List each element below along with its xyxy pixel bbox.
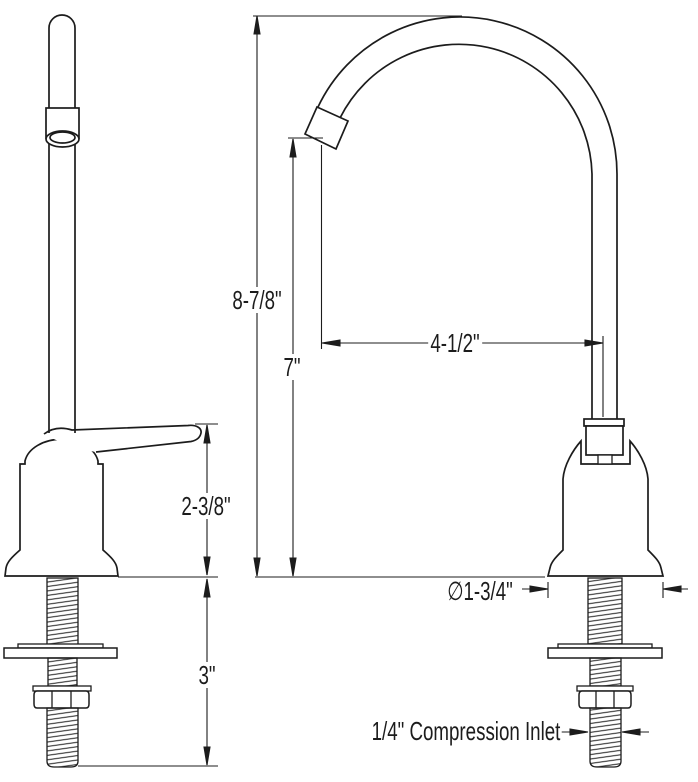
handle-height-label: 2-3/8"	[179, 493, 233, 519]
shank-length-label: 3"	[196, 662, 218, 688]
side-view	[303, 16, 665, 768]
riser-collar	[583, 418, 625, 427]
locknut-side	[578, 690, 632, 709]
riser-connector-block	[585, 425, 624, 456]
dimension-overall-height	[253, 15, 462, 577]
dimension-base-diameter	[522, 582, 688, 598]
shank-threads-upper-side	[587, 577, 623, 645]
washer-plate-side	[547, 647, 663, 659]
dimension-spout-reach	[320, 145, 604, 417]
spout-reach-label: 4-1/2"	[428, 330, 482, 356]
washer-plate-front	[3, 647, 118, 659]
base-diameter-label: ∅1-3/4"	[445, 576, 515, 606]
inlet-label: 1/4" Compression Inlet	[370, 716, 562, 746]
shank-threads-mid-side	[589, 657, 622, 687]
dimension-inlet	[561, 728, 649, 736]
locknut-front	[33, 690, 90, 709]
shank-threads-mid-front	[47, 657, 78, 687]
shank-threads-lower-side	[589, 707, 622, 768]
spout-tip-rim-inner	[49, 131, 76, 144]
shank-threads-upper-front	[46, 577, 79, 646]
spout-outlet-height-label: 7"	[281, 354, 303, 380]
riser-connector-tab	[597, 454, 613, 465]
handle-lever-outline	[43, 424, 202, 453]
spout-front-tube	[48, 14, 76, 433]
faucet-body-side	[546, 438, 665, 577]
shank-threads-lower-front	[46, 707, 79, 768]
spout-tip-rim-outer	[45, 130, 80, 148]
handle-lever	[44, 425, 202, 452]
front-view	[3, 14, 202, 768]
gooseneck-inner	[339, 43, 593, 419]
overall-height-label: 8-7/8"	[230, 287, 284, 313]
faucet-body-front	[4, 438, 119, 577]
gooseneck-outer	[317, 16, 618, 419]
